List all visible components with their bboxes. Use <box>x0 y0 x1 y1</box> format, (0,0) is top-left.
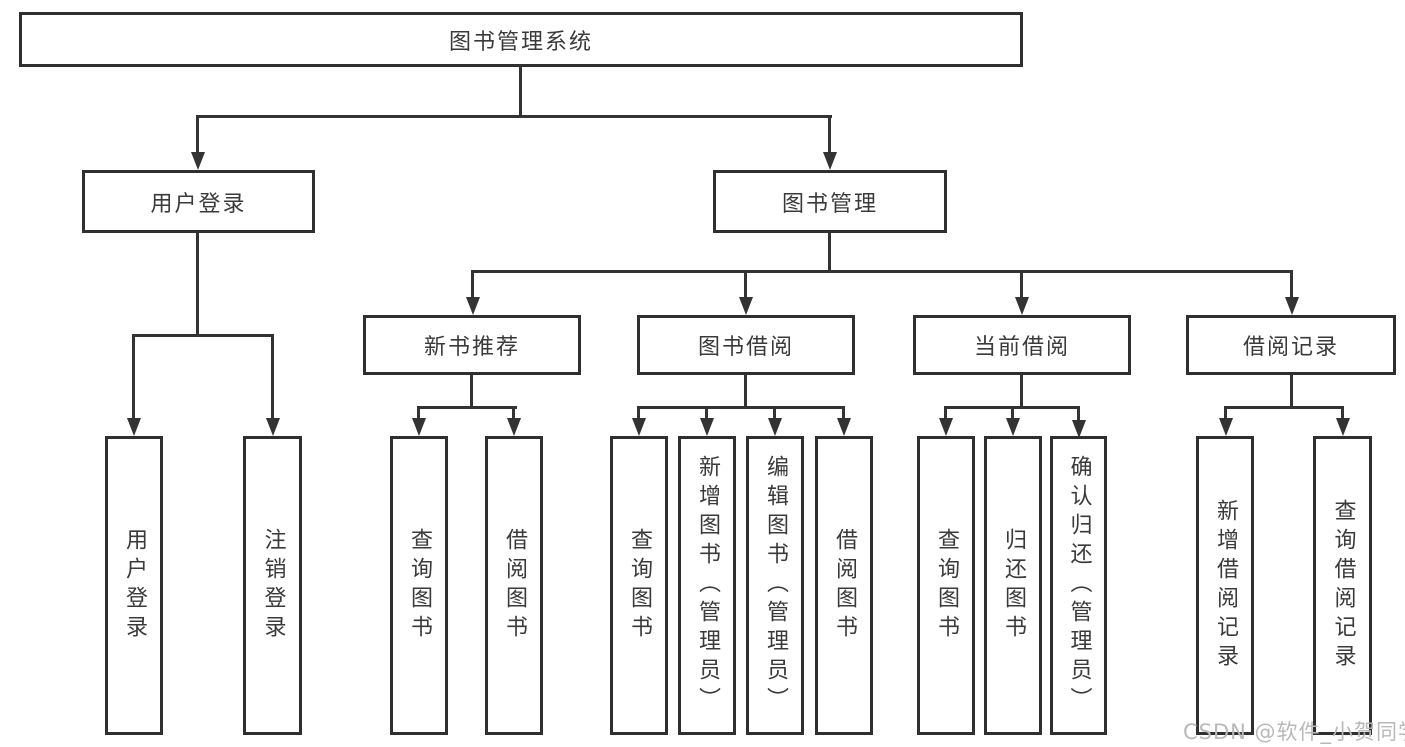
node-user-login: 用户登录 <box>82 170 315 233</box>
arrowhead-borrow-leaf1 <box>632 418 646 436</box>
arrowhead-records-leaf2 <box>1336 418 1350 436</box>
edge-mgmt-to-current-shaft <box>1020 270 1023 298</box>
leaf-query-borrow-record-label: 查询借阅记录 <box>1330 498 1356 673</box>
arrowhead-borrow-leaf2 <box>700 418 714 436</box>
edge-mgmt-bus <box>471 270 1293 273</box>
leaf-user-login-label: 用户登录 <box>122 527 147 644</box>
leaf-borrow-books-2: 借阅图书 <box>815 436 873 735</box>
edge-records-stem <box>1290 375 1293 409</box>
arrowhead-to-borrow-records <box>1285 297 1299 315</box>
edge-records-leaf2-shaft <box>1341 406 1344 422</box>
arrowhead-current-leaf1 <box>939 418 953 436</box>
edge-records-leaf1-shaft <box>1224 406 1227 422</box>
leaf-borrow-books-2-label: 借阅图书 <box>832 527 857 644</box>
leaf-return-books-label: 归还图书 <box>1001 527 1026 644</box>
edge-borrow-leaf3-shaft <box>773 406 776 422</box>
leaf-add-borrow-record: 新增借阅记录 <box>1196 436 1254 735</box>
arrowhead-records-leaf1 <box>1219 418 1233 436</box>
leaf-query-books-3-label: 查询图书 <box>934 527 959 644</box>
leaf-confirm-return-admin-label: 确认归还（管理员） <box>1066 455 1092 716</box>
leaf-query-borrow-record: 查询借阅记录 <box>1313 436 1372 735</box>
arrowhead-to-user-login <box>191 152 205 170</box>
edge-login-stem <box>196 233 199 337</box>
csdn-watermark: CSDN @软件_小贺同学 <box>1183 720 1405 744</box>
arrowhead-current-leaf2 <box>1006 418 1020 436</box>
leaf-query-books-1-label: 查询图书 <box>407 527 432 644</box>
leaf-return-books: 归还图书 <box>984 436 1042 735</box>
edge-newbook-bus <box>417 406 517 409</box>
arrowhead-to-book-borrow <box>739 297 753 315</box>
edge-current-leaf2-shaft <box>1011 406 1014 422</box>
edge-root-to-login-shaft <box>196 115 199 156</box>
leaf-confirm-return-admin: 确认归还（管理员） <box>1050 436 1107 735</box>
node-book-borrow-label: 图书借阅 <box>697 335 794 360</box>
arrowhead-to-login-leaf <box>127 418 141 436</box>
leaf-borrow-books-1-label: 借阅图书 <box>502 527 527 644</box>
node-user-login-label: 用户登录 <box>150 191 247 217</box>
leaf-query-books-1: 查询图书 <box>390 436 448 735</box>
edge-borrow-leaf1-shaft <box>637 406 640 422</box>
leaf-query-books-3: 查询图书 <box>917 436 975 735</box>
leaf-edit-books-admin: 编辑图书（管理员） <box>746 436 804 735</box>
edge-current-leaf1-shaft <box>944 406 947 422</box>
edge-newbook-leaf2-shaft <box>512 406 515 422</box>
arrowhead-borrow-leaf3 <box>768 418 782 436</box>
node-root: 图书管理系统 <box>19 12 1023 67</box>
edge-mgmt-to-records-shaft <box>1290 270 1293 298</box>
node-current-borrow: 当前借阅 <box>913 315 1131 375</box>
leaf-query-books-2-label: 查询图书 <box>627 527 652 644</box>
edge-current-stem <box>1020 375 1023 409</box>
edge-borrow-leaf4-shaft <box>842 406 845 422</box>
edge-root-bus <box>196 115 832 118</box>
edge-borrow-leaf2-shaft <box>705 406 708 422</box>
edge-borrow-stem <box>744 375 747 409</box>
node-new-book-recommend: 新书推荐 <box>363 315 581 375</box>
leaf-add-books-admin: 新增图书（管理员） <box>678 436 736 735</box>
edge-login-leaf1-shaft <box>132 334 135 422</box>
arrowhead-to-book-mgmt <box>823 152 837 170</box>
arrowhead-newbook-leaf2 <box>507 418 521 436</box>
arrowhead-borrow-leaf4 <box>837 418 851 436</box>
arrowhead-current-leaf3 <box>1072 420 1086 438</box>
edge-newbook-leaf1-shaft <box>417 406 420 422</box>
leaf-edit-books-admin-label: 编辑图书（管理员） <box>763 455 788 716</box>
node-book-borrow: 图书借阅 <box>637 315 855 375</box>
edge-login-bus <box>132 334 274 337</box>
edge-newbook-stem <box>470 375 473 409</box>
node-book-mgmt-label: 图书管理 <box>781 191 878 217</box>
arrowhead-to-current-borrow <box>1015 297 1029 315</box>
leaf-user-login: 用户登录 <box>105 436 163 735</box>
edge-root-to-mgmt-shaft <box>828 115 831 156</box>
leaf-borrow-books-1: 借阅图书 <box>485 436 543 735</box>
arrowhead-newbook-leaf1 <box>412 418 426 436</box>
leaf-logout: 注销登录 <box>243 436 302 735</box>
edge-login-leaf2-shaft <box>271 334 274 422</box>
node-borrow-records-label: 借阅记录 <box>1242 335 1339 360</box>
arrowhead-to-new-book <box>466 297 480 315</box>
edge-records-bus <box>1224 406 1344 409</box>
node-current-borrow-label: 当前借阅 <box>973 335 1070 360</box>
node-book-mgmt: 图书管理 <box>713 170 947 233</box>
node-root-label: 图书管理系统 <box>448 29 593 55</box>
node-new-book-label: 新书推荐 <box>423 335 520 360</box>
edge-mgmt-to-newbook-shaft <box>471 270 474 298</box>
edge-mgmt-stem <box>828 233 831 273</box>
edge-borrow-bus <box>637 406 845 409</box>
arrowhead-to-logout-leaf <box>266 418 280 436</box>
edge-current-leaf3-shaft <box>1077 406 1080 422</box>
leaf-add-books-admin-label: 新增图书（管理员） <box>695 455 720 716</box>
leaf-add-borrow-record-label: 新增借阅记录 <box>1213 498 1238 673</box>
leaf-logout-label: 注销登录 <box>260 527 286 644</box>
edge-root-stem <box>519 67 522 117</box>
edge-mgmt-to-borrow-shaft <box>744 270 747 298</box>
node-borrow-records: 借阅记录 <box>1186 315 1396 375</box>
leaf-query-books-2: 查询图书 <box>610 436 668 735</box>
